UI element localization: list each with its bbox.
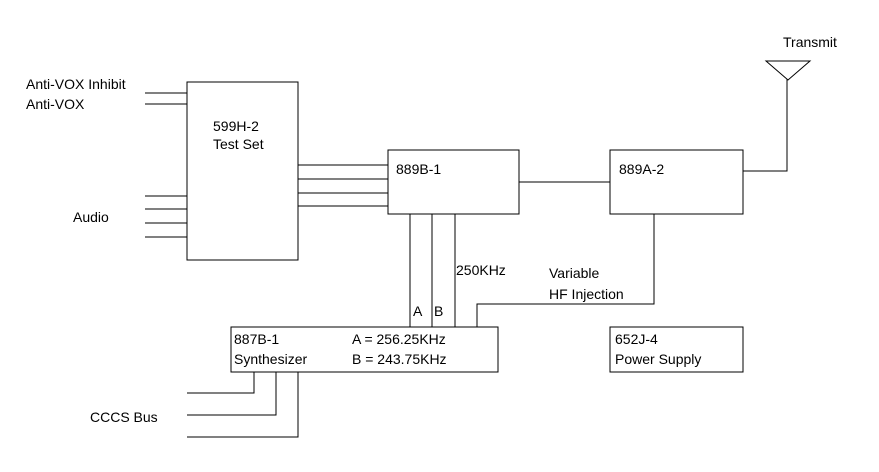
synthesizer-freq-b: B = 243.75KHz (352, 351, 447, 367)
ref-250-label: 250KHz (456, 262, 506, 278)
anti-vox-inhibit-label: Anti-VOX Inhibit (26, 76, 126, 92)
anti-vox-label: Anti-VOX (26, 96, 85, 112)
cccs-bus-wire-2 (187, 372, 277, 416)
amplifier-label: 889A-2 (619, 161, 664, 177)
cccs-bus-wire-1 (187, 372, 255, 394)
test-set-name: Test Set (213, 136, 264, 152)
cccs-bus-wire-3 (187, 372, 299, 438)
line-b-label: B (434, 303, 443, 319)
wires (145, 79, 788, 438)
hf-injection-label: HF Injection (549, 286, 624, 302)
test-set-model: 599H-2 (213, 118, 259, 134)
synthesizer-model: 887B-1 (234, 331, 279, 347)
transmit-label: Transmit (783, 34, 837, 50)
synthesizer-name: Synthesizer (234, 351, 307, 367)
modulator-block: 889B-1 (387, 149, 520, 215)
amplifier-block: 889A-2 (609, 149, 744, 215)
modulator-label: 889B-1 (396, 161, 441, 177)
antenna-icon (764, 60, 812, 81)
line-a-label: A (413, 303, 423, 319)
power-supply-name: Power Supply (615, 351, 701, 367)
cccs-bus-label: CCCS Bus (90, 409, 158, 425)
test-set-block: 599H-2 Test Set (186, 81, 299, 261)
variable-label: Variable (549, 265, 600, 281)
audio-label: Audio (73, 209, 109, 225)
power-supply-block: 652J-4 Power Supply (609, 326, 744, 373)
synthesizer-block: 887B-1 Synthesizer A = 256.25KHz B = 243… (230, 326, 499, 373)
antenna-feed-wire (743, 79, 788, 172)
synthesizer-freq-a: A = 256.25KHz (352, 331, 446, 347)
power-supply-model: 652J-4 (615, 331, 658, 347)
hf-injection-wire (476, 214, 655, 327)
